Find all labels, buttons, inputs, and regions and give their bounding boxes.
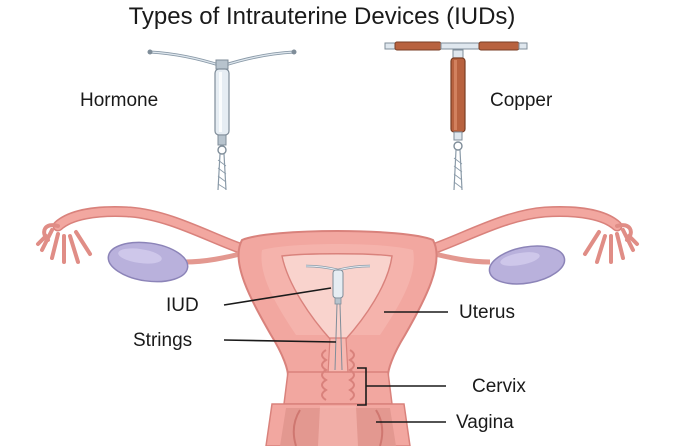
cervix-label: Cervix: [472, 376, 526, 397]
copper-iud-illustration: [384, 41, 528, 191]
cervix-bracket: [357, 367, 446, 406]
vagina-label: Vagina: [456, 412, 514, 433]
hormone-iud-illustration: [147, 49, 297, 191]
copper-label: Copper: [490, 90, 553, 111]
hormone-label: Hormone: [80, 90, 158, 111]
strings-leader-line: [223, 339, 337, 343]
iud-leader-line: [223, 287, 332, 306]
iud-label: IUD: [166, 295, 199, 316]
uterus-anatomy: [36, 206, 639, 446]
diagram-title: Types of Intrauterine Devices (IUDs): [129, 3, 516, 30]
uterus-label: Uterus: [459, 302, 515, 323]
strings-label: Strings: [133, 330, 192, 351]
